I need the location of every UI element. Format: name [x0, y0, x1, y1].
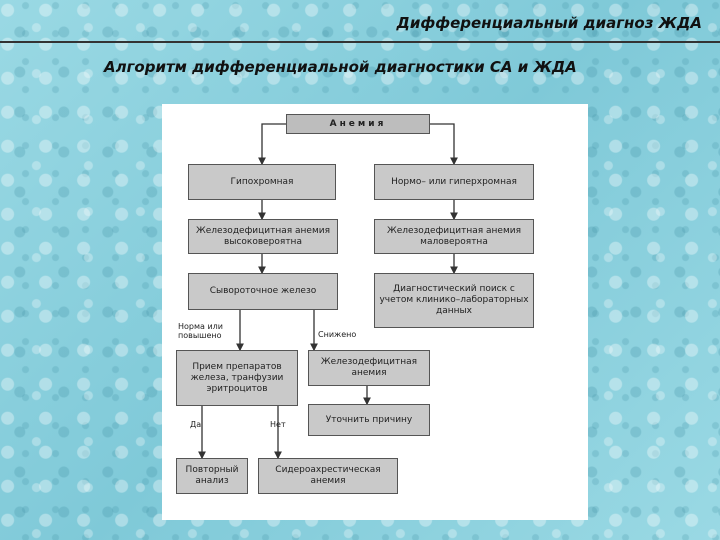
slide-subtitle: Алгоритм дифференциальной диагностики СА…: [104, 58, 577, 76]
header-title: Дифференциальный диагноз ЖДА: [396, 14, 703, 32]
node-find-cause: Уточнить причину: [308, 404, 430, 436]
edge-root-left: [258, 123, 286, 166]
node-ida-unlikely: Железодефицитная анемия маловероятна: [374, 219, 534, 254]
node-diagnostic-search: Диагностический поиск с учетом клинико–л…: [374, 273, 534, 328]
edge-label-normal: Норма или повышено: [178, 322, 223, 340]
node-ida-likely: Железодефицитная анемия высоковероятна: [188, 219, 338, 254]
edge-root-right: [430, 123, 458, 166]
header-rule: [0, 41, 720, 43]
node-iron-trial: Прием препаратов железа, транфузии эритр…: [176, 350, 298, 406]
node-sideroachrestic: Сидероахрестическая анемия: [258, 458, 398, 494]
node-normo-hyperchromic: Нормо– или гиперхромная: [374, 164, 534, 200]
edge-label-yes: Да: [190, 420, 202, 429]
node-repeat-analysis: Повторный анализ: [176, 458, 248, 494]
diagram-panel: Анемия Гипохромная Нормо– или гиперхромн…: [162, 104, 588, 520]
edge-label-low: Снижено: [318, 330, 357, 339]
node-ida: Железодефицитная анемия: [308, 350, 430, 386]
node-serum-iron: Сывороточное железо: [188, 273, 338, 310]
diagram-connectors: [198, 123, 458, 460]
edge-label-no: Нет: [270, 420, 286, 429]
node-hypochromic: Гипохромная: [188, 164, 336, 200]
node-anemia: Анемия: [286, 114, 430, 134]
